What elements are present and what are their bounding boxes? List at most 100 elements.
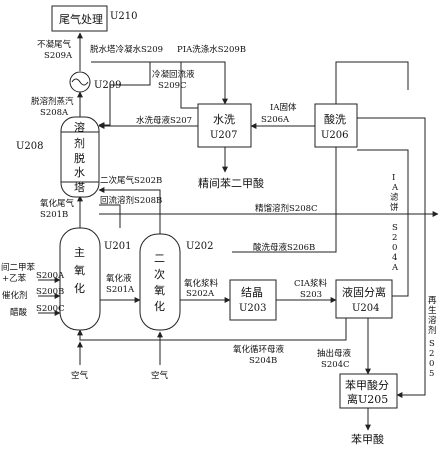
label-s203-2: S203	[300, 290, 322, 300]
label-catalyst: 催化剂	[2, 290, 28, 301]
unit-u204-line2: U204	[352, 303, 380, 314]
unit-u209-code: U209	[94, 80, 122, 91]
s205-char-2: 生	[428, 305, 437, 316]
label-s206a-2: S206A	[261, 115, 290, 125]
unit-u203-line1: 结晶	[241, 286, 263, 299]
label-s202a-1: 氧化浆料	[184, 278, 219, 289]
label-s204c-2: S204C	[321, 360, 350, 370]
u208-char-1: 溶	[74, 120, 85, 134]
label-s209b: PIA洗涤水S209B	[177, 44, 246, 55]
label-s202b: 二次尾气S202B	[100, 175, 162, 186]
stream-s209c-line	[98, 61, 181, 128]
unit-u204-box	[335, 279, 393, 319]
label-s209a-2: S209A	[44, 51, 73, 61]
unit-u206-line2: U206	[321, 130, 349, 141]
u202-char-2: 次	[154, 267, 165, 281]
label-s206b: 酸洗母液S206B	[253, 242, 315, 253]
s204a-char-8: 4	[392, 253, 397, 263]
s204a-char-9: A	[391, 263, 399, 273]
unit-u204-line1: 液固分离	[342, 285, 386, 299]
stream-s206b-line	[232, 147, 337, 253]
exchanger-wave-icon	[71, 78, 89, 86]
s204a-char-6: 2	[392, 233, 397, 243]
s205-char-6: 2	[429, 349, 434, 359]
u208-char-3: 脱	[74, 151, 85, 165]
unit-u210-code: U210	[110, 11, 138, 22]
unit-u206-line1: 酸洗	[324, 112, 346, 126]
label-acetic: 醋酸	[10, 307, 28, 318]
s205-char-7: 0	[429, 359, 434, 369]
label-air-2: 空气	[151, 370, 169, 381]
unit-u201-reactor	[59, 227, 101, 331]
stream-s202b-line	[98, 187, 161, 234]
label-product-pia: 精间苯二甲酸	[198, 176, 264, 190]
label-s205: 再 生 溶 剂 S 2 0 5	[428, 296, 437, 379]
u202-char-1: 二	[154, 252, 165, 265]
label-s201b-2: S201B	[40, 210, 68, 220]
label-feed-2: +乙苯	[2, 273, 27, 284]
label-s209c-2: S209C	[158, 81, 187, 91]
label-s200c: S200C	[36, 304, 65, 314]
unit-u208-column	[60, 116, 100, 198]
u201-char-2: 氧	[74, 263, 85, 277]
unit-u210-box	[51, 5, 108, 32]
label-air-1: 空气	[71, 370, 89, 381]
s204a-char-5: S	[392, 223, 398, 233]
label-s204c-1: 抽出母液	[317, 348, 352, 359]
label-s207: 水洗母液S207	[136, 115, 192, 126]
unit-u207-line1: 水洗	[213, 113, 235, 126]
label-s201a-1: 氧化液	[106, 273, 132, 284]
u208-label: 溶 剂 脱 水 塔	[74, 120, 85, 194]
u202-char-3: 氧	[154, 283, 165, 297]
s204a-char-2: A	[391, 183, 399, 193]
label-s208a-2: S208A	[40, 108, 69, 118]
label-s201a-2: S201A	[106, 285, 135, 295]
u201-char-1: 主	[74, 246, 85, 259]
u208-char-2: 剂	[74, 136, 85, 150]
s204a-char-1: I	[392, 173, 395, 183]
u202-char-4: 化	[154, 299, 165, 313]
label-s200a: S200A	[36, 271, 65, 281]
s205-char-5: S	[429, 339, 435, 349]
label-s208b: 回流溶剂S208B	[100, 195, 162, 206]
s205-char-1: 再	[428, 296, 437, 306]
label-s204b-1: 氧化循环母液	[233, 344, 285, 355]
label-s201b-1: 氧化尾气	[40, 198, 75, 209]
unit-u205-box	[339, 373, 398, 409]
s204a-char-4: 饼	[390, 202, 399, 213]
label-s203-1: CIA浆料	[294, 278, 327, 289]
unit-u205-line1: 苯甲酸分	[345, 378, 389, 392]
s204a-char-3: 滤	[390, 192, 399, 203]
u202-label: 二 次 氧 化	[154, 252, 165, 313]
label-product-ba: 苯甲酸	[351, 432, 384, 446]
stream-s209-line	[91, 61, 198, 109]
label-s202a-2: S202A	[186, 289, 215, 299]
label-s208c: 精馏溶剂S208C	[255, 203, 318, 214]
unit-u206-box	[314, 103, 358, 148]
label-s200b: S200B	[36, 287, 64, 297]
s205-char-3: 溶	[428, 315, 437, 326]
flow-lines	[38, 32, 439, 431]
label-s209: 脱水塔冷凝水S209	[90, 44, 163, 55]
stream-s205-line	[357, 117, 426, 300]
stream-s208b-line	[99, 204, 121, 228]
label-s208a-1: 脱溶剂蒸汽	[31, 96, 74, 107]
unit-u203-box	[229, 279, 277, 321]
unit-u210-name: 尾气处理	[59, 12, 103, 26]
label-s209c-1: 冷凝回流液	[152, 69, 195, 80]
label-feed-1: 间二甲苯	[1, 262, 36, 273]
s205-char-4: 剂	[428, 325, 437, 336]
unit-u202-code: U202	[186, 241, 214, 252]
unit-u207-line2: U207	[210, 130, 238, 141]
unit-u208-code: U208	[16, 141, 44, 152]
stream-s204a-line	[357, 149, 409, 297]
top-loop-line	[335, 61, 409, 104]
u208-char-5: 塔	[74, 181, 85, 194]
label-s204b-2: S204B	[249, 356, 277, 366]
s205-char-8: 5	[429, 369, 434, 379]
label-s204a: I A 滤 饼 S 2 0 4 A	[390, 173, 399, 273]
unit-u203-line2: U203	[239, 303, 267, 314]
unit-u207-box	[197, 103, 252, 148]
unit-u202-reactor	[139, 233, 181, 331]
